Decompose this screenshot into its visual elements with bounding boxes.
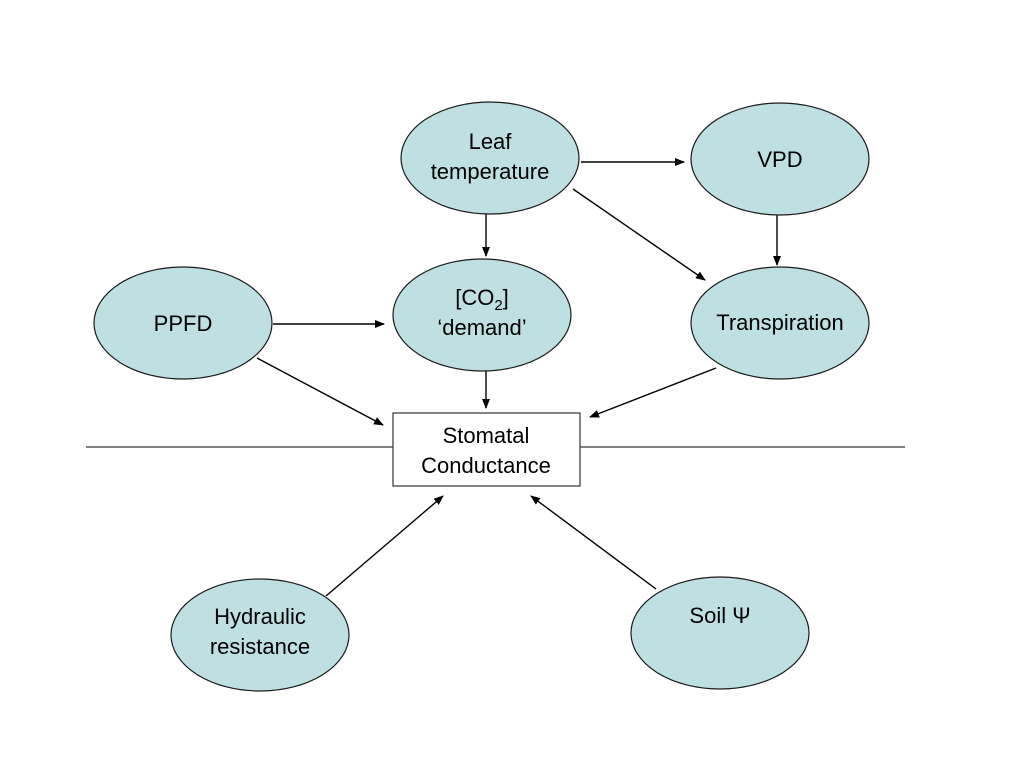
node-hydraulic-resistance-line1: Hydraulic <box>214 604 306 629</box>
node-transpiration: Transpiration <box>690 266 870 380</box>
edge-ppfd-to-stomatal <box>256 357 384 426</box>
node-hydraulic-resistance: Hydraulic resistance <box>170 578 350 692</box>
node-vpd-label: VPD <box>757 147 802 172</box>
edge-leaftemp-to-transpiration <box>572 188 706 281</box>
node-co2-demand-line2: ‘demand’ <box>437 315 526 340</box>
co2-suffix: ] <box>503 285 509 310</box>
node-co2-demand: [CO2] ‘demand’ <box>392 258 572 372</box>
node-stomatal-conductance: Stomatal Conductance <box>392 412 581 487</box>
node-transpiration-shape <box>690 266 870 380</box>
node-stomatal-conductance-line1: Stomatal <box>443 423 530 448</box>
node-stomatal-conductance-line2: Conductance <box>421 453 551 478</box>
node-vpd-shape <box>690 102 870 216</box>
node-hydraulic-resistance-line2: resistance <box>210 634 310 659</box>
node-vpd: VPD <box>690 102 870 216</box>
node-transpiration-label: Transpiration <box>716 310 844 335</box>
co2-prefix: [CO <box>455 285 494 310</box>
edge-hydraulic-to-stomatal <box>325 495 444 597</box>
node-stomatal-conductance-box <box>392 412 581 487</box>
node-co2-demand-shape <box>392 258 572 372</box>
node-leaf-temperature-line2: temperature <box>431 159 550 184</box>
node-leaf-temperature-line1: Leaf <box>469 129 513 154</box>
co2-subscript: 2 <box>494 297 502 314</box>
node-hydraulic-resistance-shape <box>170 578 350 692</box>
node-soil-psi: Soil Ψ <box>630 576 810 690</box>
node-co2-demand-line1: [CO2] <box>455 285 509 314</box>
node-ppfd: PPFD <box>93 266 273 380</box>
node-leaf-temperature-shape <box>400 101 580 215</box>
edge-transpiration-to-stomatal <box>589 367 717 418</box>
node-leaf-temperature: Leaf temperature <box>400 101 580 215</box>
node-soil-psi-label: Soil Ψ <box>689 603 750 628</box>
node-soil-psi-shape <box>630 576 810 690</box>
edge-soil-to-stomatal <box>530 495 657 590</box>
node-ppfd-label: PPFD <box>154 311 213 336</box>
node-ppfd-shape <box>93 266 273 380</box>
